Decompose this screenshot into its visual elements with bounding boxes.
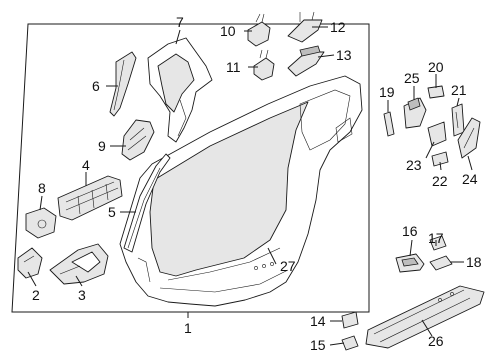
callout-18: 18 [466, 254, 482, 270]
lower-bracket-part-2 [17, 247, 43, 279]
callout-11: 11 [226, 59, 241, 75]
callout-12: 12 [330, 19, 346, 35]
callout-2: 2 [32, 287, 40, 303]
bracket-part-24 [457, 117, 481, 159]
leader-24 [467, 155, 473, 171]
leader-7 [175, 29, 181, 45]
bracket-part-11 [253, 49, 275, 81]
bracket-part-25 [403, 97, 427, 129]
bracket-part-13 [287, 45, 325, 77]
callout-3: 3 [78, 287, 86, 303]
callout-17: 17 [428, 230, 444, 246]
callout-14: 14 [310, 313, 326, 329]
bracket-part-20 [427, 85, 445, 99]
callout-21: 21 [451, 82, 467, 98]
leader-8 [39, 195, 43, 211]
leader-15 [329, 342, 345, 346]
bracket-part-16 [395, 253, 425, 273]
leader-26 [421, 319, 433, 337]
leader-2 [27, 271, 37, 287]
leader-3 [75, 275, 83, 287]
front-lower-extension-part [49, 243, 109, 285]
callout-27: 27 [280, 258, 296, 274]
bracket-part-17 [429, 235, 447, 251]
callout-20: 20 [428, 59, 444, 75]
leader-16 [409, 239, 413, 257]
callout-8: 8 [38, 180, 46, 196]
bracket-part-12 [287, 11, 323, 43]
body-side-panel-part [119, 75, 363, 307]
callout-6: 6 [92, 78, 100, 94]
leader-27 [267, 247, 277, 265]
small-bracket-part-8 [25, 207, 57, 239]
pillar-gusset-part [121, 119, 155, 161]
callout-19: 19 [379, 84, 395, 100]
rocker-panel-part [365, 285, 485, 349]
callout-7: 7 [176, 14, 184, 30]
pillar-reinforcement-part [109, 51, 137, 117]
rocker-reinforcement-part [57, 175, 123, 221]
callout-13: 13 [336, 47, 352, 63]
a-pillar-strip-part [123, 153, 171, 253]
callout-16: 16 [402, 223, 418, 239]
callout-10: 10 [220, 23, 236, 39]
inner-pillar-bracket-part [147, 37, 213, 143]
callout-9: 9 [98, 138, 106, 154]
main-assembly-frame [11, 23, 370, 313]
bracket-part-10 [247, 13, 271, 47]
callout-4: 4 [82, 157, 90, 173]
leader-13 [317, 54, 335, 58]
leader-23 [425, 141, 435, 159]
bracket-part-23 [427, 121, 447, 147]
bracket-part-19 [383, 111, 395, 137]
callout-24: 24 [462, 171, 478, 187]
callout-1: 1 [184, 320, 192, 336]
bracket-part-14 [341, 311, 359, 329]
leader-22 [439, 161, 442, 171]
callout-15: 15 [310, 337, 326, 353]
bracket-part-18 [429, 255, 453, 271]
callout-25: 25 [404, 70, 420, 86]
callout-23: 23 [406, 157, 422, 173]
callout-5: 5 [108, 204, 116, 220]
bracket-part-22 [431, 151, 449, 167]
callout-22: 22 [432, 173, 448, 189]
bracket-part-21 [451, 103, 465, 137]
callout-26: 26 [428, 333, 444, 349]
bracket-part-15 [341, 335, 359, 351]
leader-21 [456, 97, 460, 107]
